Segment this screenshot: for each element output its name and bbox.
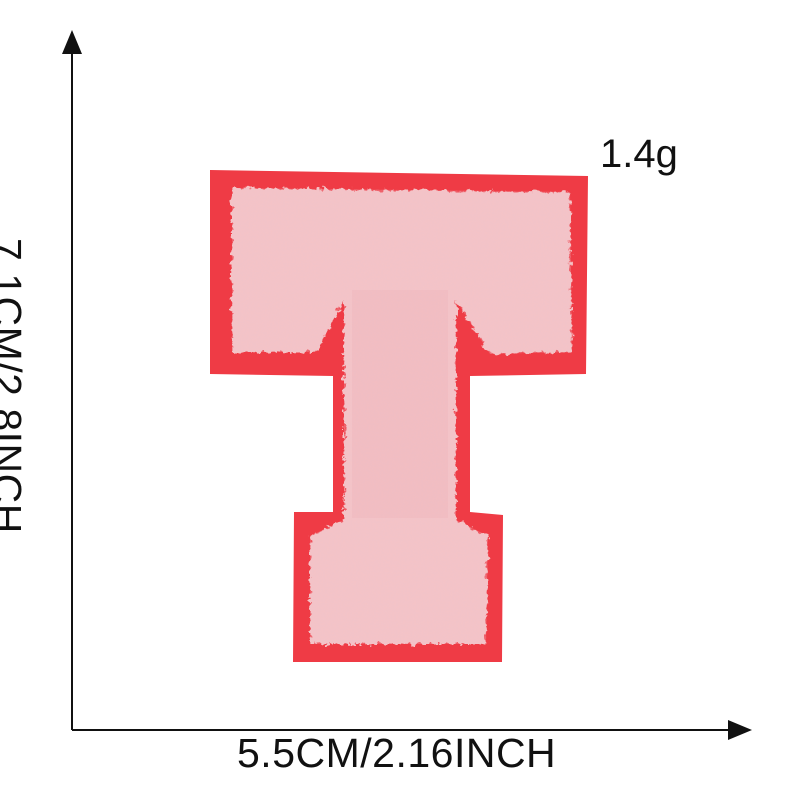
- weight-label: 1.4g: [600, 132, 678, 176]
- height-dimension-label: 7.1CM/2.8INCH: [0, 238, 30, 534]
- vertical-axis-arrow-icon: [62, 30, 82, 54]
- stem-shading: [352, 290, 448, 518]
- chenille-texture: [232, 188, 572, 644]
- horizontal-axis-arrow-icon: [728, 720, 752, 740]
- width-dimension-label: 5.5CM/2.16INCH: [237, 730, 557, 776]
